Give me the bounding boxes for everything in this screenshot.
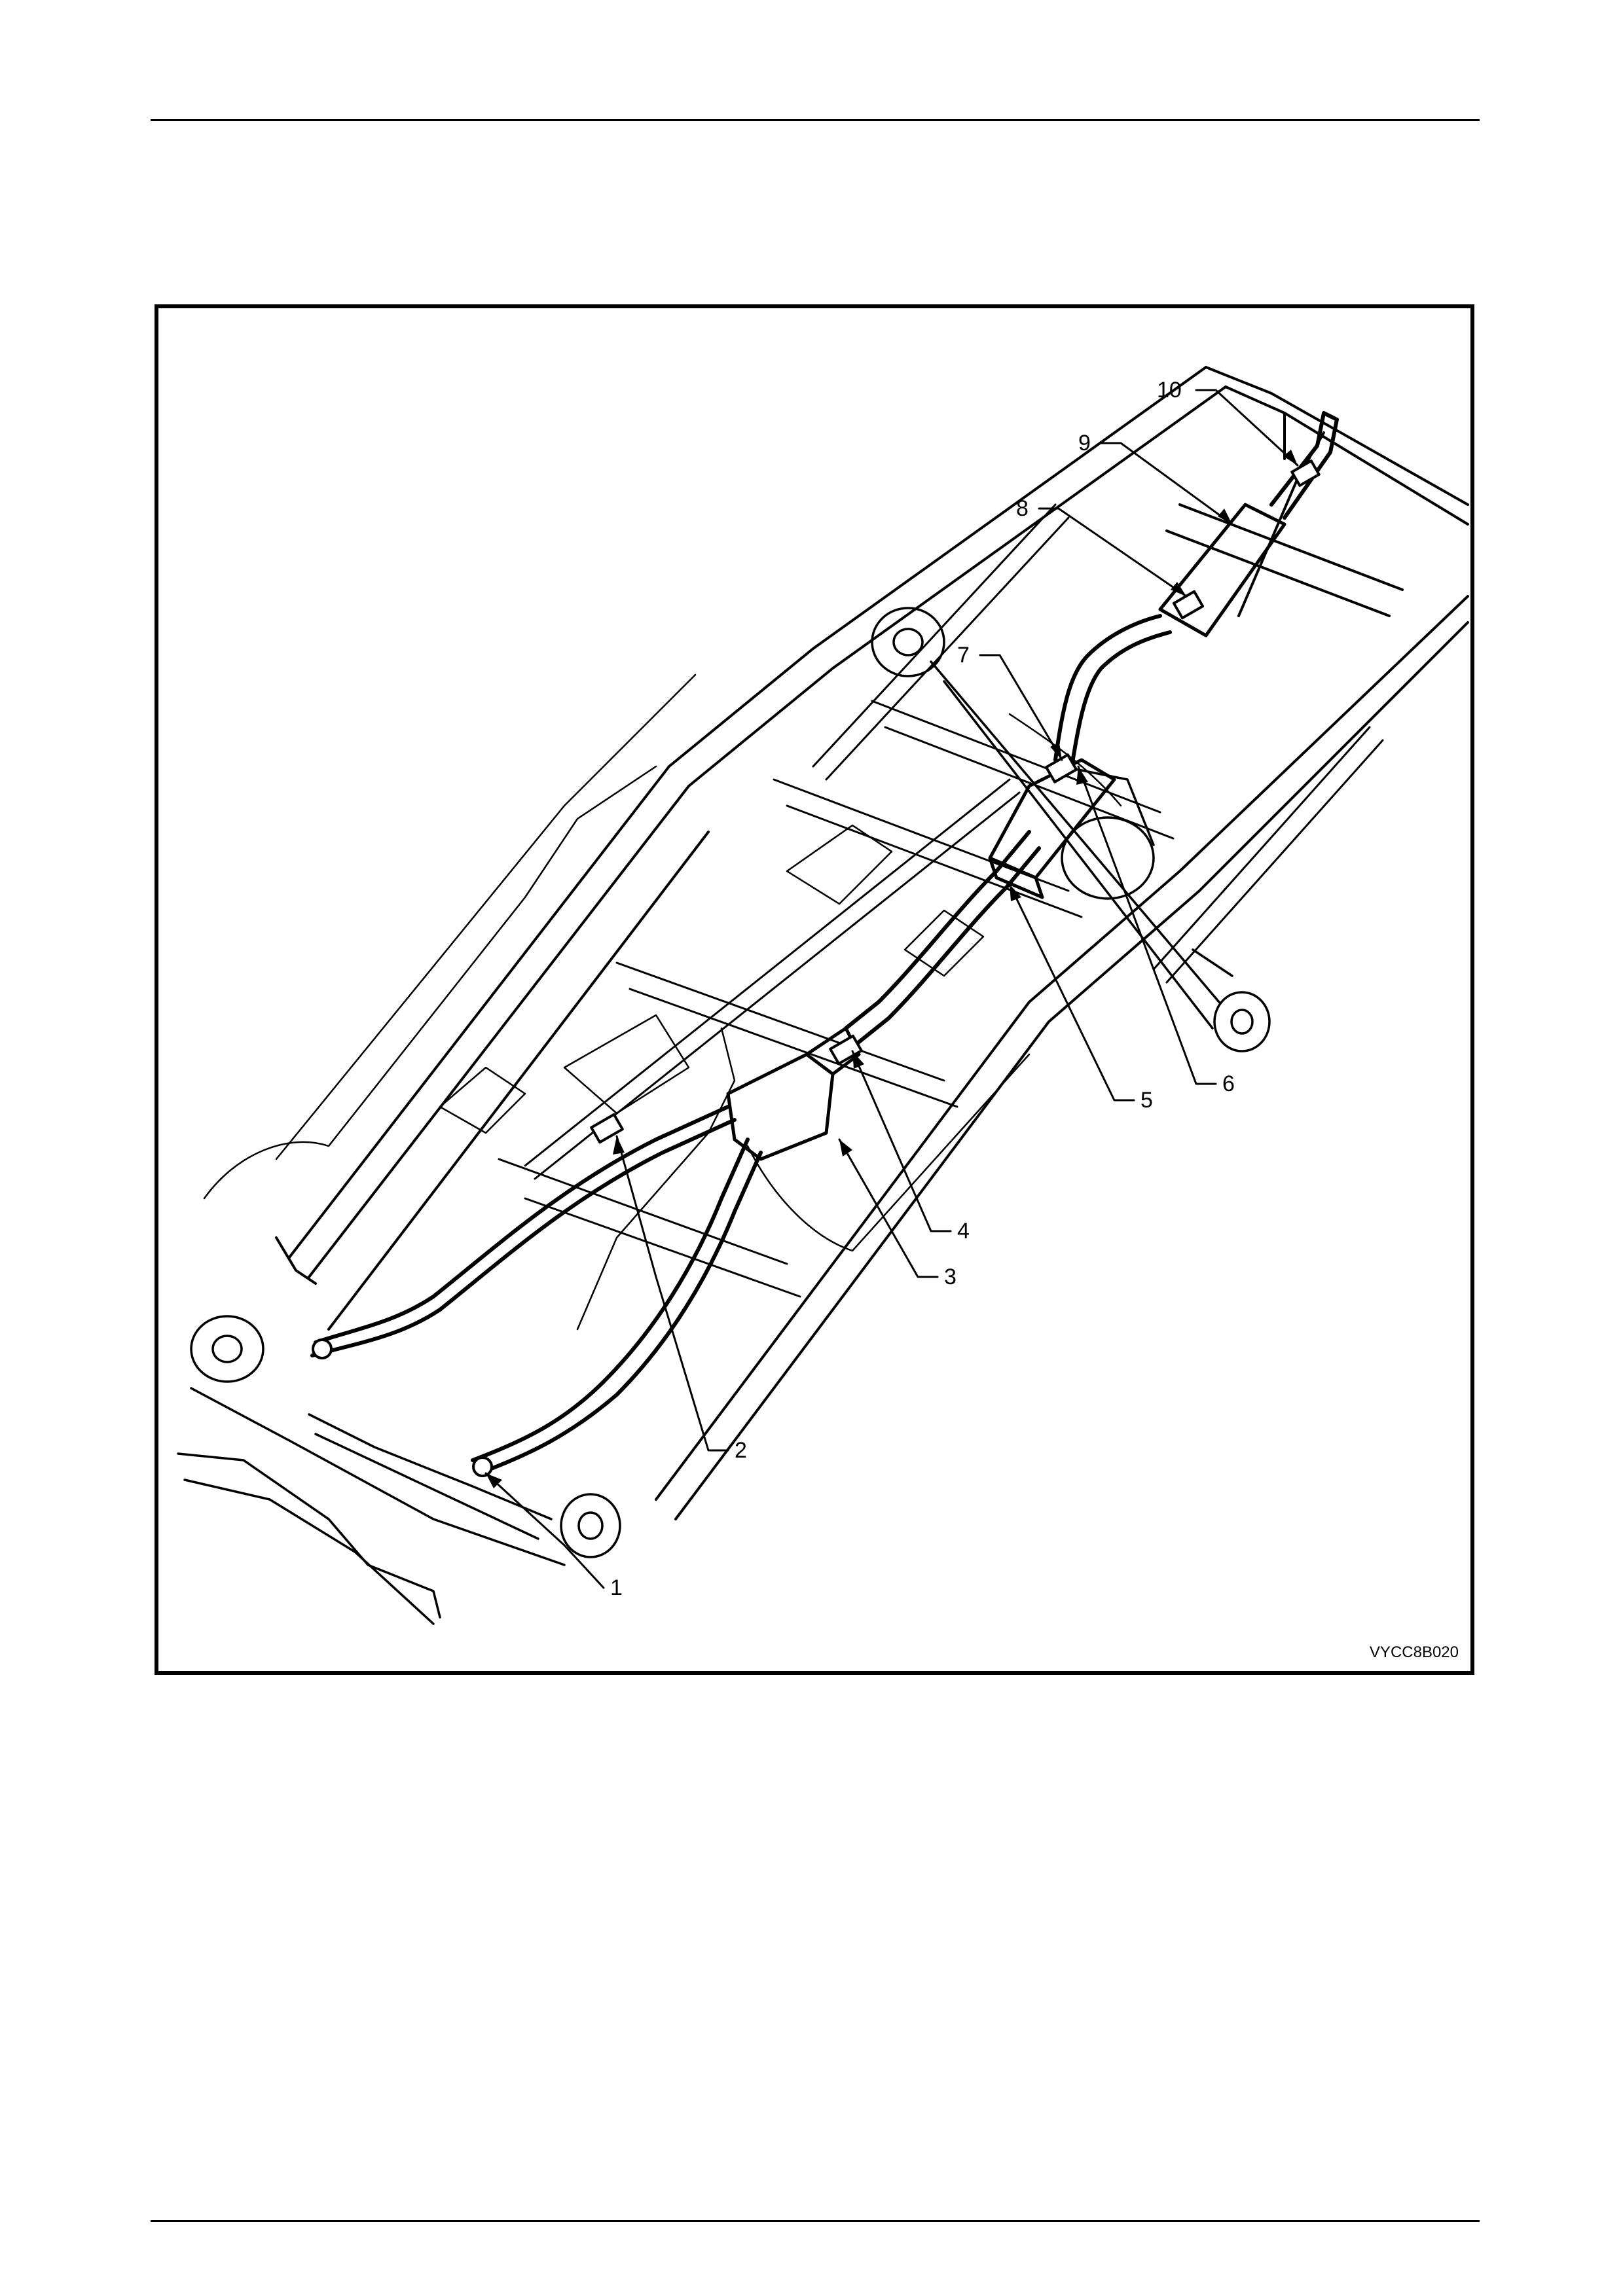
cross-members (499, 701, 1173, 1297)
diagram-drawing (158, 308, 1470, 1671)
header-rule (151, 119, 1480, 121)
exhaust-tail-pipe (1055, 616, 1170, 766)
propeller-shaft (525, 780, 1019, 1179)
front-pipe-flange-right (473, 1458, 492, 1476)
exhaust-front-pipe (312, 1107, 761, 1473)
hanger-8 (1174, 592, 1203, 619)
frame-rail-right (656, 367, 1468, 1519)
callout-1: 1 (610, 1577, 623, 1599)
exhaust-system-diagram: 1 2 3 4 5 6 7 8 9 10 VYCC8B020 (155, 304, 1474, 1675)
callout-5: 5 (1140, 1089, 1153, 1111)
callout-9: 9 (1078, 432, 1091, 454)
leaf-springs (813, 505, 1383, 982)
callout-3: 3 (944, 1266, 957, 1288)
callout-8: 8 (1016, 497, 1029, 520)
callout-2: 2 (735, 1439, 747, 1462)
footer-rule (151, 2220, 1480, 2222)
figure-code: VYCC8B020 (1370, 1643, 1459, 1662)
rear-axle (872, 608, 1269, 1051)
callout-10: 10 (1157, 379, 1182, 401)
callout-7: 7 (957, 644, 970, 666)
front-pipe-flange-left (313, 1340, 331, 1358)
callout-4: 4 (957, 1220, 970, 1242)
frame-rail-left (276, 367, 1226, 1329)
front-suspension (178, 1316, 620, 1624)
callout-6: 6 (1222, 1073, 1235, 1095)
